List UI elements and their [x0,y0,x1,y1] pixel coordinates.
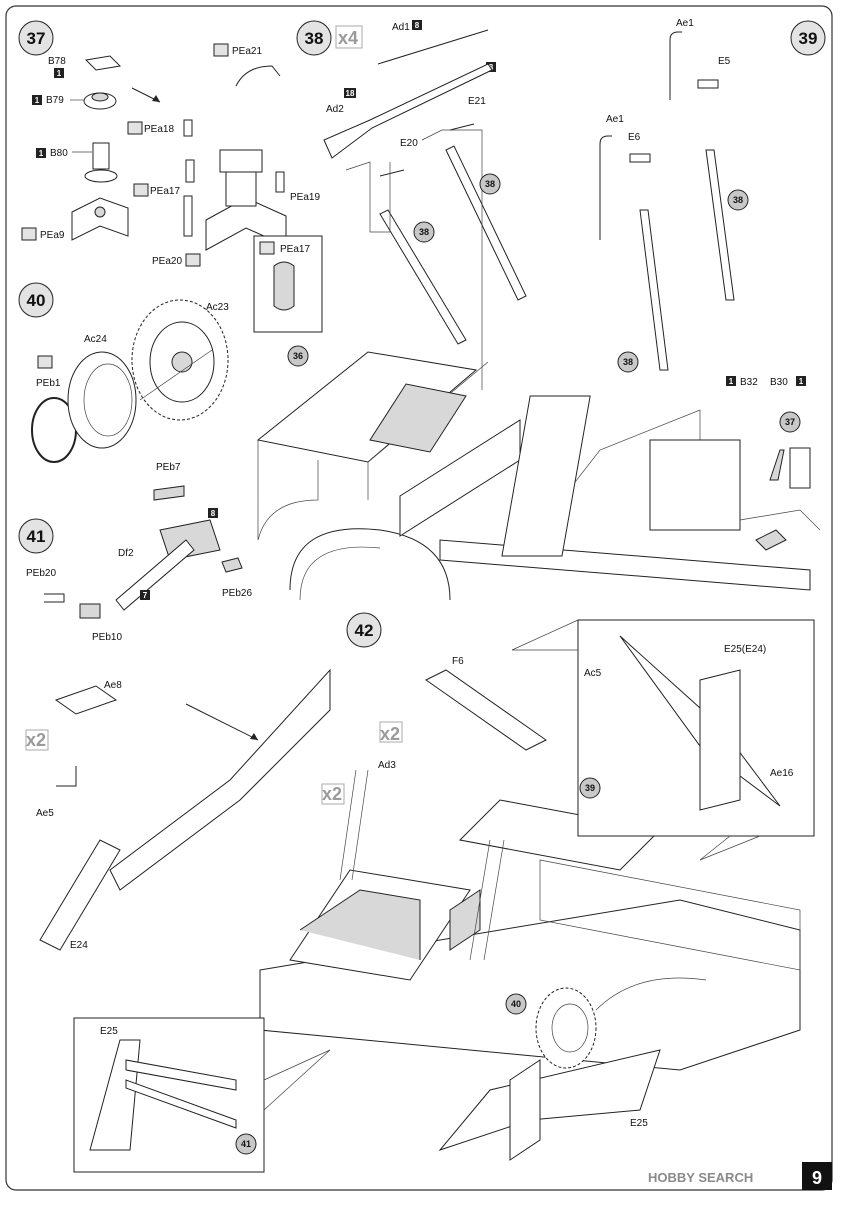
label-b30: B30 [770,377,788,388]
label-e25-e24: E25(E24) [724,644,766,655]
step-38-number: 38 [305,29,324,48]
step-42: 42 F6 Ae8 x2 Ae5 Ad3 x2 x2 E24 [25,612,815,1173]
svg-text:PEa17: PEa17 [280,244,310,255]
ref-36: 36 [293,351,303,361]
label-peb10: PEb10 [92,632,122,643]
label-ac24: Ac24 [84,334,107,345]
step-42-number: 42 [355,621,374,640]
step-37: 37 B78 1 1 B79 1 B80 PEa9 PEa21 PEa18 PE… [18,20,323,333]
svg-text:1: 1 [57,69,62,78]
label-e5: E5 [718,56,731,67]
step-37-badge [18,20,54,56]
page-number: 9 [812,1168,822,1188]
mult-rifle: x2 [322,784,342,804]
label-pea17: PEa17 [150,186,180,197]
label-ae1-a: Ae1 [676,18,694,29]
step-39-number: 39 [799,29,818,48]
step-38-multiplier: x4 [338,28,358,48]
svg-text:1: 1 [729,377,734,386]
svg-text:8: 8 [415,21,420,30]
label-peb7: PEb7 [156,462,181,473]
ref-38-a: 38 [419,227,429,237]
label-ae1-b: Ae1 [606,114,624,125]
step-41-number: 41 [27,527,46,546]
label-peb20: PEb20 [26,568,56,579]
label-ac5: Ac5 [584,668,602,679]
label-ad1: Ad1 [392,22,410,33]
page-number-box [802,1162,832,1190]
label-b78: B78 [48,56,66,67]
label-e21: E21 [468,96,486,107]
svg-text:1: 1 [35,96,40,105]
label-f6: F6 [452,656,464,667]
step-41: 41 PEb7 8 Df2 7 PEb20 PEb10 PEb26 [18,462,252,643]
label-pea19: PEa19 [290,192,320,203]
label-e24: E24 [70,940,88,951]
svg-text:8: 8 [489,63,494,72]
ref-41: 41 [241,1139,251,1149]
label-b32: B32 [740,377,758,388]
svg-text:8: 8 [211,509,216,518]
ref-38-d: 38 [623,357,633,367]
ref-37: 37 [785,417,795,427]
label-df2: Df2 [118,548,134,559]
mult-ad3: x2 [380,724,400,744]
svg-text:18: 18 [346,89,355,98]
step-38: 38 x4 Ad1 8 8 18 Ad2 E20 E21 [296,20,527,390]
label-ad3: Ad3 [378,760,396,771]
label-pea20: PEa20 [152,256,182,267]
label-e6: E6 [628,132,641,143]
step-39: 39 Ae1 E5 Ae1 E6 1 B32 B30 1 [599,18,826,388]
label-ac23: Ac23 [206,302,229,313]
label-ad2: Ad2 [326,104,344,115]
label-ae16: Ae16 [770,768,794,779]
step-37-number: 37 [27,29,46,48]
watermark: HOBBY SEARCH [648,1170,753,1185]
label-e20: E20 [400,138,418,149]
ref-39: 39 [585,783,595,793]
ref-38-c: 38 [733,195,743,205]
ref-40: 40 [511,999,521,1009]
label-b79: B79 [46,95,64,106]
label-e25-main: E25 [630,1118,648,1129]
svg-text:1: 1 [799,377,804,386]
label-e25-inset: E25 [100,1026,118,1037]
page-border [5,5,833,1191]
label-pea18: PEa18 [144,124,174,135]
label-ae5: Ae5 [36,808,54,819]
label-ae8: Ae8 [104,680,122,691]
label-peb1: PEb1 [36,378,61,389]
label-pea9: PEa9 [40,230,65,241]
label-b80: B80 [50,148,68,159]
ref-38-b: 38 [485,179,495,189]
reference-circles: 38 38 38 38 36 37 39 40 41 [235,173,801,1155]
step-40: 40 Ac23 Ac24 PEb1 [18,282,229,463]
hull-assembly-top [256,351,821,601]
svg-text:1: 1 [39,149,44,158]
label-pea21: PEa21 [232,46,262,57]
mult-ae8: x2 [26,730,46,750]
svg-text:7: 7 [143,591,148,600]
step-40-number: 40 [27,291,46,310]
label-peb26: PEb26 [222,588,252,599]
